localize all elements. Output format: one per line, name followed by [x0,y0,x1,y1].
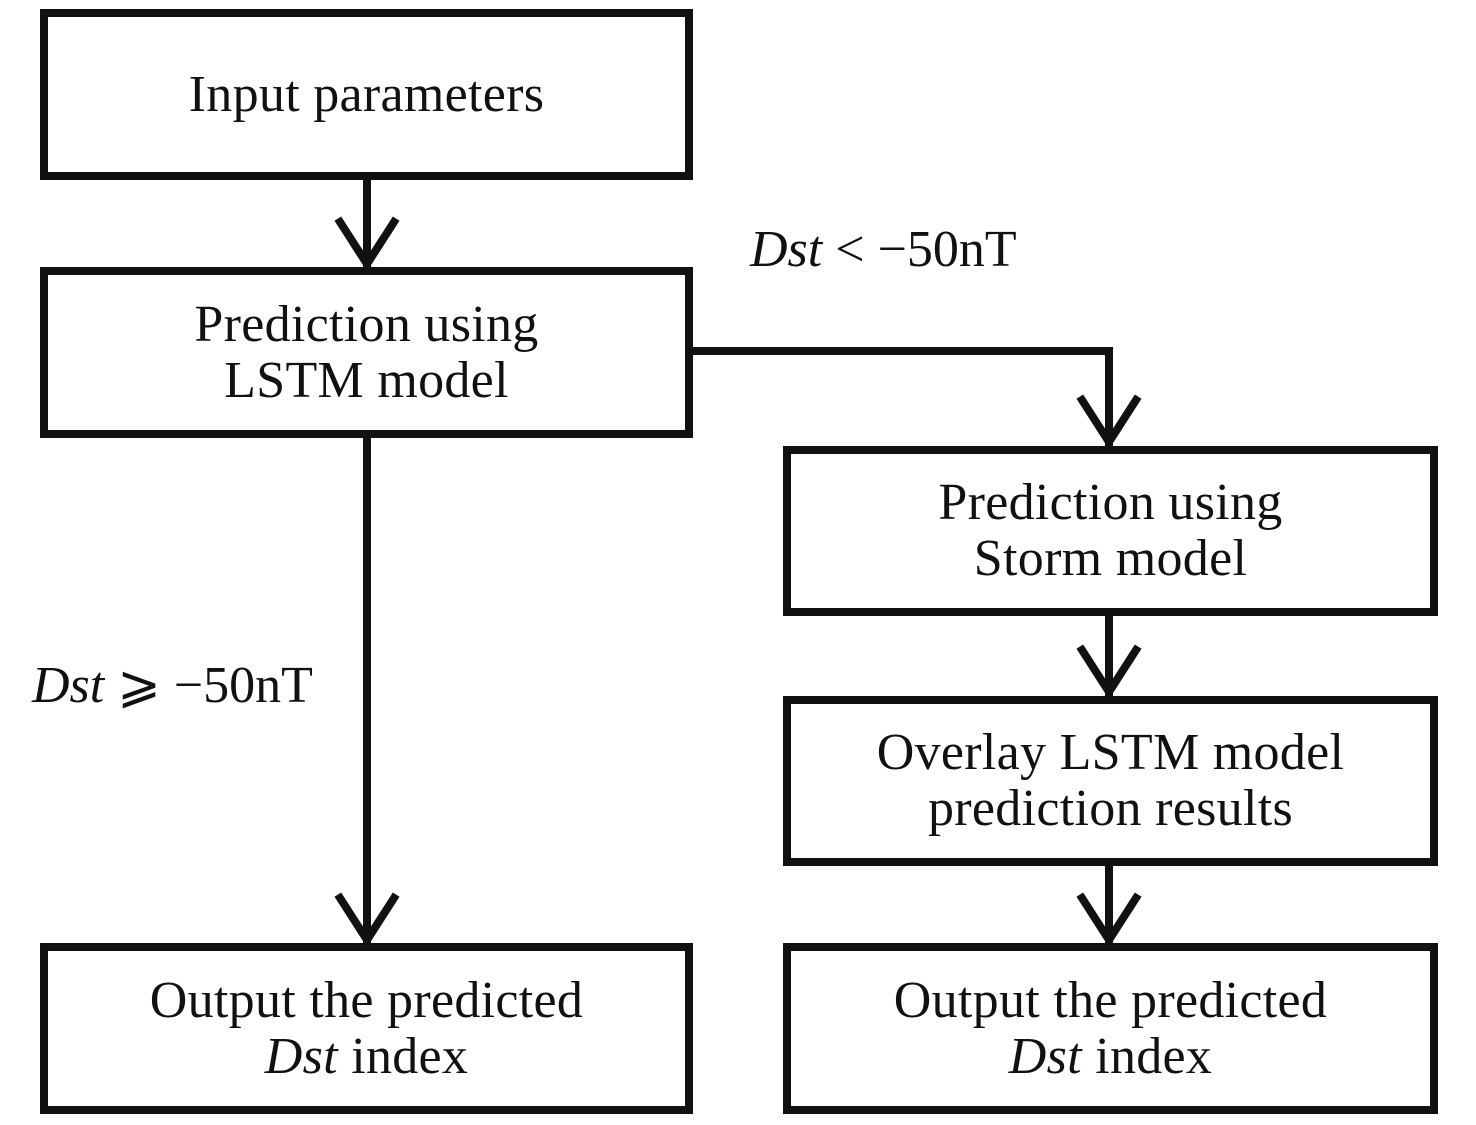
index-text: index [1081,1027,1213,1085]
node-lstm-label-line2: LSTM model [224,351,509,409]
condition-var: Dst [750,221,823,278]
index-text: index [337,1027,469,1085]
condition-value: −50nT [877,221,1017,278]
node-output-right-line1: Output the predicted [893,971,1328,1029]
dst-italic: Dst [1008,1027,1082,1085]
node-storm-label-line2: Storm model [973,530,1248,587]
condition-normal-branch: Dst ⩾ −50nT [32,658,313,714]
node-input-label: Input parameters [188,65,545,123]
dst-italic: Dst [264,1027,338,1085]
condition-storm-branch: Dst < −50nT [750,222,1017,278]
node-output-right-line2: Dst index [1008,1027,1213,1085]
node-overlay-results: Overlay LSTM model prediction results [783,696,1438,866]
node-output-left-line2: Dst index [264,1027,469,1085]
arrowhead-overlay-to-output-right [1076,892,1142,948]
node-overlay-label-line2: prediction results [928,780,1293,837]
arrowhead-storm-to-overlay [1076,644,1142,700]
arrowhead-lstm-to-output-left [334,892,400,948]
edge-lstm-to-storm [689,347,1113,446]
arrowhead-input-to-lstm [334,216,400,272]
node-lstm-label-line1: Prediction using [194,295,539,353]
arrowhead-lstm-to-storm [1076,394,1142,450]
condition-var: Dst [32,657,105,714]
node-input-parameters: Input parameters [40,9,693,180]
node-output-left: Output the predicted Dst index [40,943,693,1114]
node-overlay-label-line1: Overlay LSTM model [876,724,1345,781]
node-output-right: Output the predicted Dst index [783,943,1438,1114]
condition-operator: < [822,221,878,278]
node-storm-label-line1: Prediction using [938,474,1283,531]
condition-value: −50nT [173,657,313,714]
node-output-left-line1: Output the predicted [149,971,584,1029]
node-storm-prediction: Prediction using Storm model [783,446,1438,616]
condition-operator: ⩾ [104,657,174,714]
node-lstm-prediction: Prediction using LSTM model [40,267,693,438]
